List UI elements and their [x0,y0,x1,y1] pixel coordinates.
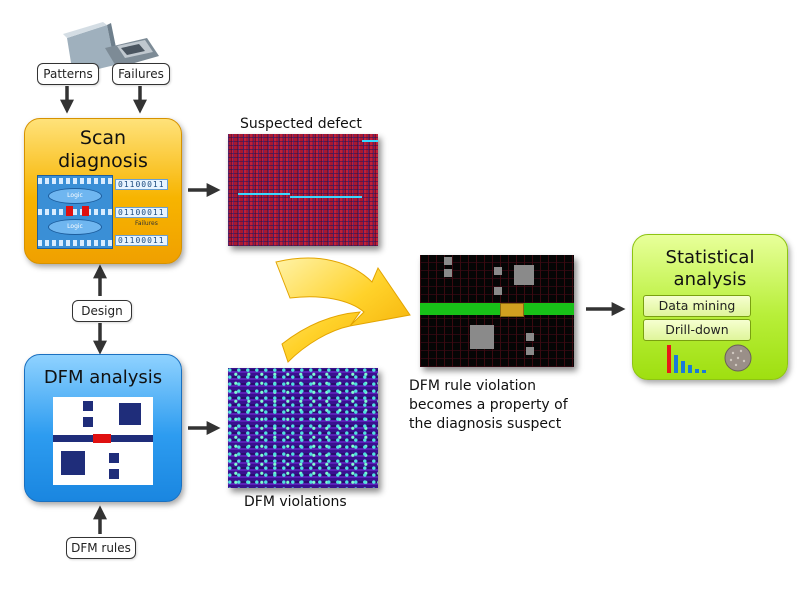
bit-string: 01100011 [115,235,168,246]
logic-bottom: Logic [48,219,102,235]
scan-diagnosis-box: Scan diagnosis Logic Logic 01100011 0110… [24,118,182,264]
scan-diagnosis-title-1: Scan [79,127,127,149]
suspected-defect-caption: Suspected defect [240,116,362,132]
merge-arrow-shape [275,257,411,363]
dfm-analysis-title: DFM analysis [43,367,163,388]
statistical-title-1: Statistical [665,247,755,268]
fault-marker [82,206,89,216]
merge-caption-line-1: DFM rule violation [409,378,536,394]
merged-violation-marker [500,303,524,317]
defect-trace [290,196,362,198]
defect-trace [238,193,290,195]
scan-chip-diagram: Logic Logic [37,175,113,249]
bit-string: 01100011 [115,179,168,190]
suspected-defect-image [228,134,378,246]
merged-green-bar [420,303,574,315]
dfm-analysis-box: DFM analysis [24,354,182,502]
patterns-label: Patterns [37,63,99,85]
bit-string: 01100011 [115,207,168,218]
violation-marker [93,434,111,443]
failures-note: Failures [135,220,158,227]
failures-label: Failures [112,63,170,85]
merged-result-image [420,255,574,367]
defect-trace [362,140,378,142]
design-label: Design [72,300,132,322]
merge-caption-line-2: becomes a property of [409,397,568,413]
dfm-violations-caption: DFM violations [244,494,347,510]
dfm-rules-label: DFM rules [66,537,136,559]
data-mining-button[interactable]: Data mining [643,295,751,317]
fault-marker [66,206,73,216]
merge-caption-line-3: the diagnosis suspect [409,416,562,432]
bar-chart-icon [667,345,706,373]
statistical-analysis-box: Statistical analysis Data mining Drill-d… [632,234,788,380]
layout-diagram [53,397,153,485]
drill-down-button[interactable]: Drill-down [643,319,751,341]
scan-diagnosis-title-2: diagnosis [58,150,148,172]
tester-hardware-icon [63,22,159,75]
logic-top: Logic [48,188,102,204]
wafer-map-icon [724,344,752,372]
statistical-title-2: analysis [673,269,747,290]
dfm-violations-image [228,368,378,488]
